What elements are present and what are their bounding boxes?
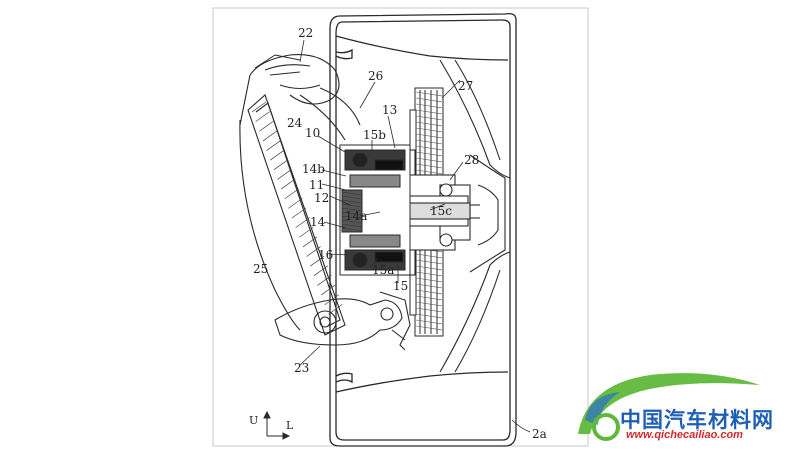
strut-hatching [251, 101, 343, 315]
hatch-line [415, 127, 443, 133]
hatch-line [284, 188, 299, 200]
hatch-line [415, 289, 443, 295]
label-15a: 15a [372, 263, 395, 277]
hatch-line [262, 130, 278, 142]
hatch-line [415, 163, 443, 169]
hatch-line [415, 133, 443, 139]
hatch-line [415, 115, 443, 121]
hatch-line [317, 275, 332, 286]
hatch-line [341, 219, 363, 224]
hatch-line [295, 217, 310, 228]
label-25: 25 [253, 262, 269, 276]
wheel-spokes [439, 59, 511, 373]
label-10: 10 [305, 126, 321, 140]
hatch-line [415, 271, 443, 277]
label-22: 22 [298, 26, 314, 40]
hatch-line [320, 284, 336, 296]
hatch-line [255, 111, 270, 122]
label-14b: 14b [302, 162, 325, 176]
hatch-line [415, 121, 443, 127]
hatch-line [288, 198, 303, 209]
wheel-rim [329, 12, 517, 447]
hatch-line [341, 203, 363, 208]
hatch-line [341, 215, 363, 220]
label-26: 26 [368, 69, 384, 83]
hatch-line [291, 207, 307, 219]
hatch-line [415, 139, 443, 145]
hatch-line [341, 211, 363, 216]
suspension-strut [239, 54, 361, 336]
watermark-title: 中国汽车材料网 [620, 409, 774, 432]
label-11: 11 [309, 178, 325, 192]
hatch-line [415, 157, 443, 163]
upper-arm [254, 54, 301, 76]
hatch-line [415, 325, 443, 331]
axis-up-label: U [249, 414, 259, 427]
motor-housing [339, 144, 411, 276]
hatch-line [341, 207, 363, 212]
hatch-line [306, 246, 321, 257]
hatch-line [415, 307, 443, 313]
hatch-line [273, 159, 289, 171]
hatch-line [341, 195, 363, 200]
hatch-line [341, 191, 363, 196]
hatch-line [341, 199, 363, 204]
label-15c: 15c [430, 204, 452, 218]
hatch-line [277, 169, 292, 180]
hatch-line [266, 140, 281, 151]
hatch-line [302, 236, 318, 248]
axis-marker [263, 410, 291, 440]
label-16: 16 [318, 248, 334, 262]
hatch-line [251, 101, 267, 113]
hatch-line [415, 319, 443, 325]
hatch-line [415, 103, 443, 109]
label-14a: 14a [345, 209, 368, 223]
label-24: 24 [287, 116, 303, 130]
label-28: 28 [464, 153, 480, 167]
label-13: 13 [382, 103, 398, 117]
hatch-line [415, 313, 443, 319]
hatch-line [415, 277, 443, 283]
label-2a: 2a [532, 427, 547, 441]
hatch-line [259, 120, 274, 132]
hatch-line [415, 259, 443, 265]
label-14: 14 [310, 215, 326, 229]
hatch-line [269, 149, 285, 161]
hatch-line [415, 265, 443, 271]
watermark-url: www.qichecailiao.com [626, 429, 743, 441]
label-12: 12 [314, 191, 330, 205]
watermark-logo [578, 373, 760, 441]
hatch-line [341, 227, 363, 232]
hatch-line [313, 265, 329, 277]
hatch-line [415, 295, 443, 301]
hatch-line [341, 223, 363, 228]
label-15b: 15b [363, 128, 386, 142]
hatch-line [415, 109, 443, 115]
housing-hatching [341, 191, 363, 232]
hatch-line [280, 178, 296, 190]
hatch-line [299, 226, 314, 238]
label-15: 15 [393, 279, 409, 293]
hatch-line [415, 169, 443, 175]
leader-lines [299, 39, 531, 433]
hatch-line [309, 255, 325, 267]
hatch-line [415, 301, 443, 307]
label-27: 27 [458, 79, 474, 93]
hatch-line [415, 151, 443, 157]
axis-left-label: L [286, 419, 294, 432]
hatch-line [415, 253, 443, 259]
hatch-line [415, 283, 443, 289]
hatch-line [415, 91, 443, 97]
lower-arm [274, 291, 411, 351]
hatch-line [415, 145, 443, 151]
label-23: 23 [294, 361, 310, 375]
hatch-line [415, 97, 443, 103]
